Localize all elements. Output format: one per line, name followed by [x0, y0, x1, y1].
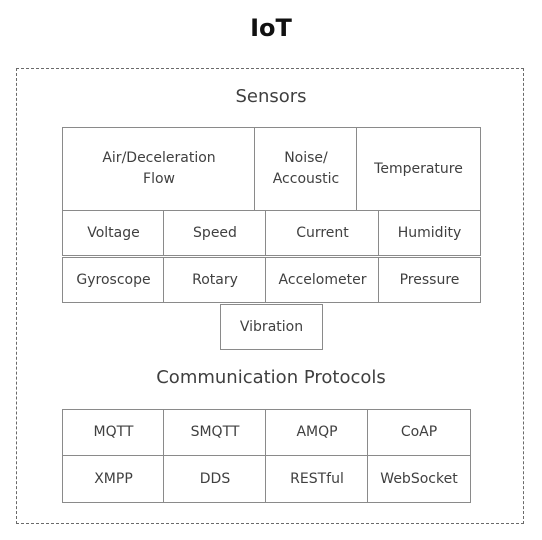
- sensor-current: Current: [265, 210, 380, 256]
- sensor-temperature: Temperature: [356, 127, 481, 211]
- sensor-rotary: Rotary: [163, 257, 267, 303]
- sensor-vibration: Vibration: [220, 304, 323, 350]
- sensor-noise-accoustic: Noise/ Accoustic: [254, 127, 358, 211]
- protocol-mqtt: MQTT: [62, 409, 165, 456]
- protocol-websocket: WebSocket: [367, 455, 471, 503]
- sensor-humidity: Humidity: [378, 210, 481, 256]
- protocols-heading: Communication Protocols: [156, 367, 386, 388]
- protocol-amqp: AMQP: [265, 409, 369, 456]
- sensor-accelometer: Accelometer: [265, 257, 380, 303]
- sensor-pressure: Pressure: [378, 257, 481, 303]
- protocol-restful: RESTful: [265, 455, 369, 503]
- diagram-title: IoT: [250, 14, 292, 42]
- sensor-speed: Speed: [163, 210, 267, 256]
- sensors-heading: Sensors: [235, 86, 307, 107]
- protocol-dds: DDS: [163, 455, 267, 503]
- protocol-xmpp: XMPP: [62, 455, 165, 503]
- sensor-air-deceleration-flow: Air/Deceleration Flow: [62, 127, 256, 211]
- protocol-coap: CoAP: [367, 409, 471, 456]
- sensor-gyroscope: Gyroscope: [62, 257, 165, 303]
- sensor-voltage: Voltage: [62, 210, 165, 256]
- iot-dashed-frame: [16, 68, 524, 524]
- protocol-smqtt: SMQTT: [163, 409, 267, 456]
